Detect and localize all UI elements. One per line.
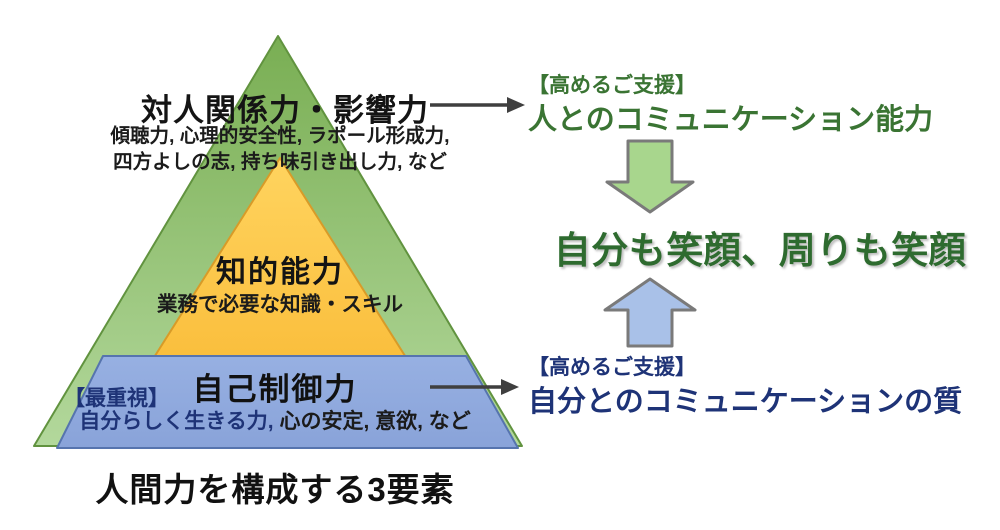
top-layer-subtext-line2: 四方よしの志, 持ち味引き出し力, など: [113, 151, 447, 173]
pyramid-caption: 人間力を構成する3要素: [95, 471, 455, 508]
support-bottom-tag: 【高めるご支援】: [528, 356, 696, 379]
bottom-layer-title: 自己制御力: [192, 372, 358, 407]
support-top-tag: 【高めるご支援】: [528, 74, 696, 97]
pyramid-blue-layer: [56, 355, 519, 449]
right-arrow-bottom-icon: [430, 379, 519, 395]
top-layer-subtext: 傾聴力, 心理的安全性, ラポール形成力, 四方よしの志, 持ち味引き出し力, …: [50, 123, 510, 175]
right-arrow-top-icon: [430, 97, 525, 113]
bottom-layer-tag: 【最重視】: [64, 387, 169, 410]
top-layer-subtext-line1: 傾聴力, 心理的安全性, ラポール形成力,: [110, 125, 450, 147]
bottom-layer-subtext-emphasis: 自分らしく生きる力,: [79, 410, 274, 433]
top-layer-title: 対人関係力・影響力: [141, 93, 429, 128]
support-top-text: 人とのコミュニケーション能力: [528, 104, 934, 136]
up-block-arrow-icon: [603, 277, 697, 348]
down-block-arrow-icon: [605, 139, 695, 214]
goal-statement: 自分も笑顔、周りも笑顔: [553, 230, 967, 271]
bottom-layer-subtext-rest: 心の安定, 意欲, など: [273, 410, 471, 433]
bottom-layer-subtext: 自分らしく生きる力, 心の安定, 意欲, など: [50, 405, 500, 435]
middle-layer-title: 知的能力: [216, 256, 344, 289]
support-bottom-text: 自分とのコミュニケーションの質: [528, 386, 963, 418]
middle-layer-subtext: 業務で必要な知識・スキル: [157, 293, 403, 316]
